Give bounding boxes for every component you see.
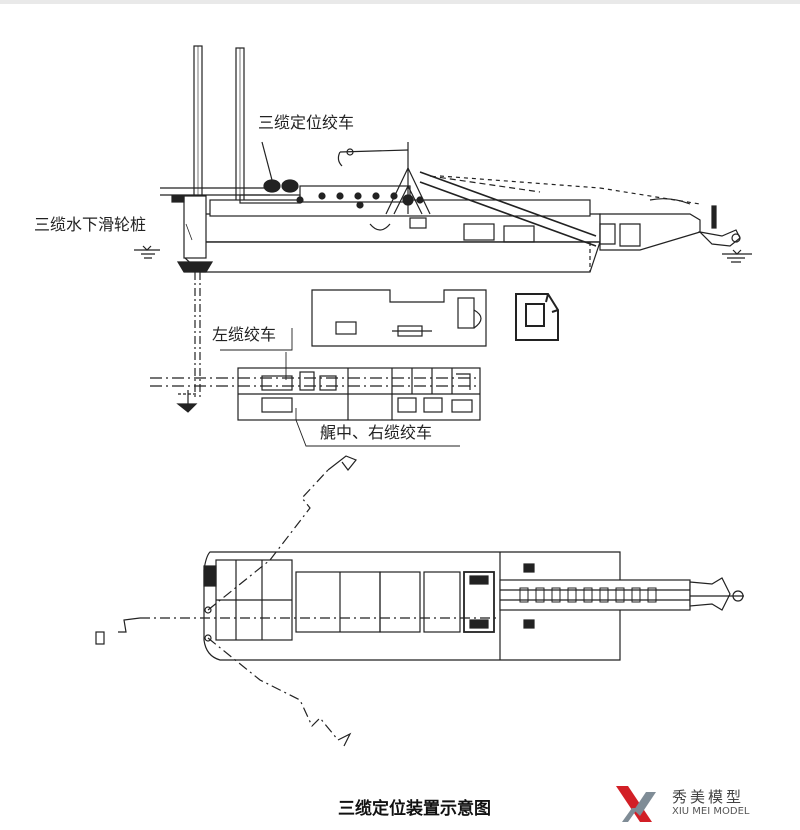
label-mid-right-cable-winch: 艉中、右缆绞车 — [320, 423, 433, 442]
anchor-plan-view — [95, 455, 744, 747]
x-mark-icon — [616, 786, 656, 822]
diagram-caption: 三缆定位装置示意图 — [338, 799, 491, 819]
label-three-cable-winch: 三缆定位绞车 — [258, 113, 355, 132]
deck-plan-view — [150, 289, 559, 447]
logo-text-cn: 秀美模型 — [672, 788, 745, 806]
logo-text-en: XIU MEI MODEL — [672, 806, 750, 817]
label-left-cable-winch: 左缆绞车 — [212, 325, 277, 344]
side-elevation-view — [134, 45, 752, 400]
brand-logo: 秀美模型 XIU MEI MODEL — [612, 782, 772, 826]
label-underwater-pulley-pile: 三缆水下滑轮桩 — [34, 215, 147, 234]
top-border — [0, 0, 800, 4]
